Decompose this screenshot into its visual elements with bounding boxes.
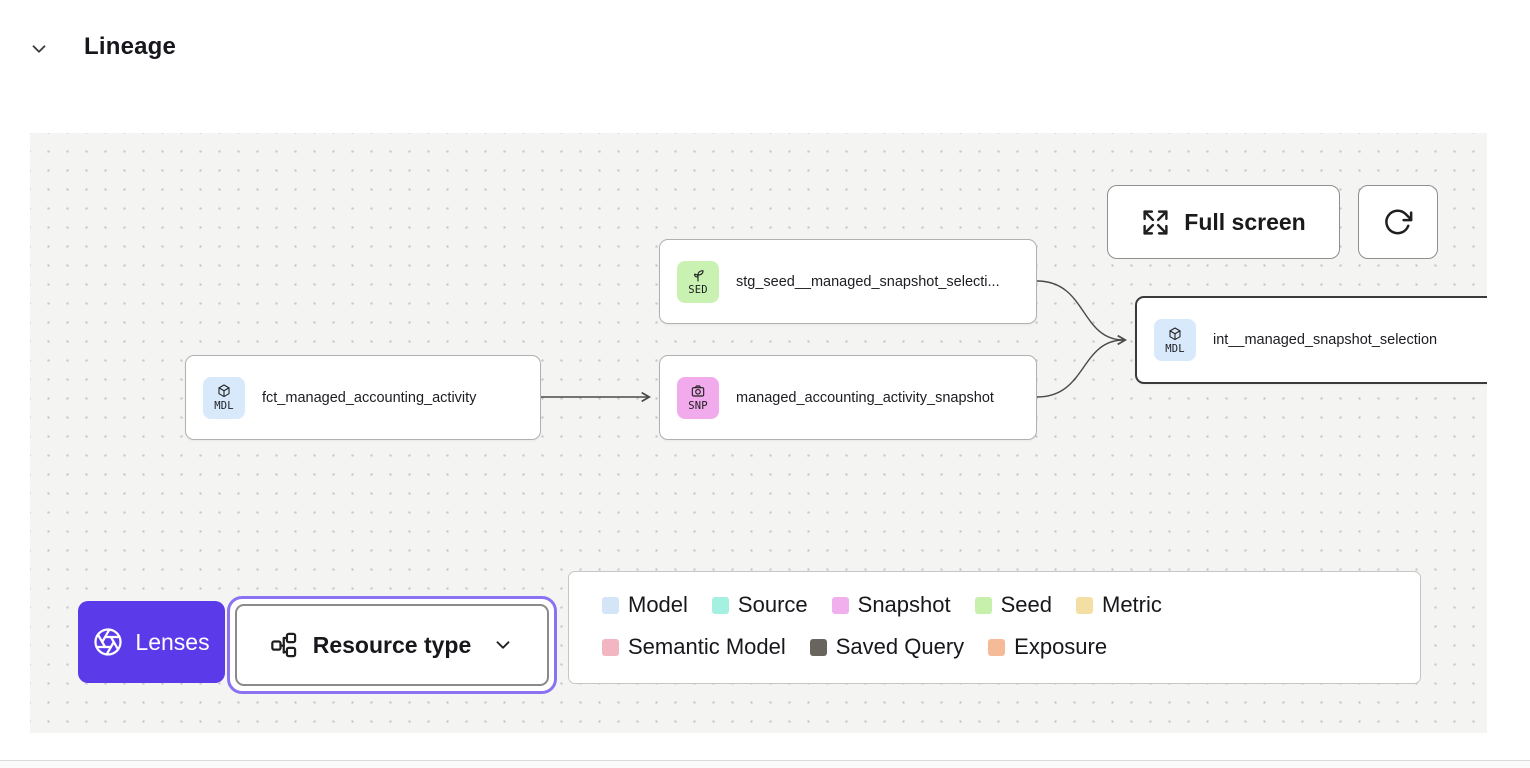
- resource-type-dropdown[interactable]: Resource type: [235, 604, 549, 686]
- seed-badge: SED: [677, 260, 719, 303]
- snapshot-swatch: [831, 596, 849, 614]
- camera-icon: [691, 385, 705, 397]
- seed-icon: [693, 270, 704, 282]
- legend-row-2: Semantic Model Saved Query Exposure: [602, 629, 1420, 665]
- metric-swatch: [1076, 596, 1093, 614]
- legend-item: Seed: [974, 592, 1052, 618]
- legend-label: Exposure: [1014, 634, 1108, 659]
- legend-item: Model: [602, 592, 688, 618]
- resource-type-focus-ring: Resource type: [227, 596, 557, 694]
- node-label: managed_accounting_activity_snapshot: [736, 389, 994, 406]
- badge-label: MDL: [1165, 342, 1185, 355]
- cube-icon: [218, 384, 230, 398]
- node-label: fct_managed_accounting_activity: [262, 389, 477, 406]
- section-divider: [0, 760, 1530, 768]
- node-label: int__managed_snapshot_selection: [1213, 332, 1438, 348]
- badge-label: MDL: [214, 400, 234, 412]
- cube-icon: [1169, 326, 1181, 340]
- legend-item: Source: [711, 592, 808, 618]
- node-label: stg_seed__managed_snapshot_selecti...: [736, 273, 1000, 290]
- refresh-icon: [1385, 209, 1413, 235]
- model-badge: MDL: [1154, 319, 1196, 361]
- legend: Model Source Snapshot Seed Metric: [568, 571, 1421, 684]
- seed-swatch: [974, 596, 992, 614]
- resource-graph-icon: [270, 632, 296, 658]
- saved-query-swatch: [809, 638, 827, 656]
- badge-label: SED: [688, 284, 708, 296]
- legend-label: Snapshot: [857, 592, 951, 617]
- legend-item: Semantic Model: [602, 634, 786, 660]
- chevron-down-icon: [496, 641, 510, 649]
- resource-type-label: Resource type: [312, 631, 472, 658]
- collapse-chevron-icon[interactable]: [28, 38, 50, 60]
- model-swatch: [602, 596, 619, 614]
- legend-item: Metric: [1076, 592, 1162, 618]
- node-fct-model[interactable]: MDL fct_managed_accounting_activity: [185, 355, 541, 440]
- lenses-button[interactable]: Lenses: [78, 601, 225, 683]
- source-swatch: [711, 596, 729, 614]
- refresh-button[interactable]: [1358, 185, 1438, 259]
- lineage-canvas[interactable]: SED stg_seed__managed_snapshot_selecti..…: [30, 133, 1487, 733]
- legend-label: Metric: [1102, 592, 1162, 617]
- node-snapshot[interactable]: SNP managed_accounting_activity_snapshot: [659, 355, 1037, 440]
- legend-label: Saved Query: [835, 634, 965, 659]
- page-title: Lineage: [84, 33, 177, 60]
- semantic-model-swatch: [602, 638, 619, 656]
- lens-aperture-icon: [94, 628, 123, 656]
- legend-label: Semantic Model: [628, 634, 786, 659]
- node-seed[interactable]: SED stg_seed__managed_snapshot_selecti..…: [659, 239, 1037, 324]
- node-int-model[interactable]: MDL int__managed_snapshot_selection: [1135, 296, 1487, 384]
- legend-label: Source: [737, 592, 808, 617]
- legend-item: Exposure: [988, 634, 1107, 660]
- model-badge: MDL: [203, 376, 245, 419]
- lenses-label: Lenses: [135, 628, 210, 655]
- exposure-swatch: [988, 638, 1006, 656]
- badge-label: SNP: [688, 400, 708, 412]
- full-screen-button[interactable]: Full screen: [1107, 185, 1340, 259]
- legend-label: Model: [628, 592, 688, 617]
- full-screen-label: Full screen: [1184, 208, 1306, 235]
- expand-icon: [1143, 209, 1168, 235]
- legend-item: Saved Query: [809, 634, 965, 660]
- legend-label: Seed: [1000, 592, 1052, 617]
- legend-item: Snapshot: [831, 592, 951, 618]
- snapshot-badge: SNP: [677, 376, 719, 419]
- legend-row-1: Model Source Snapshot Seed Metric: [602, 587, 1420, 623]
